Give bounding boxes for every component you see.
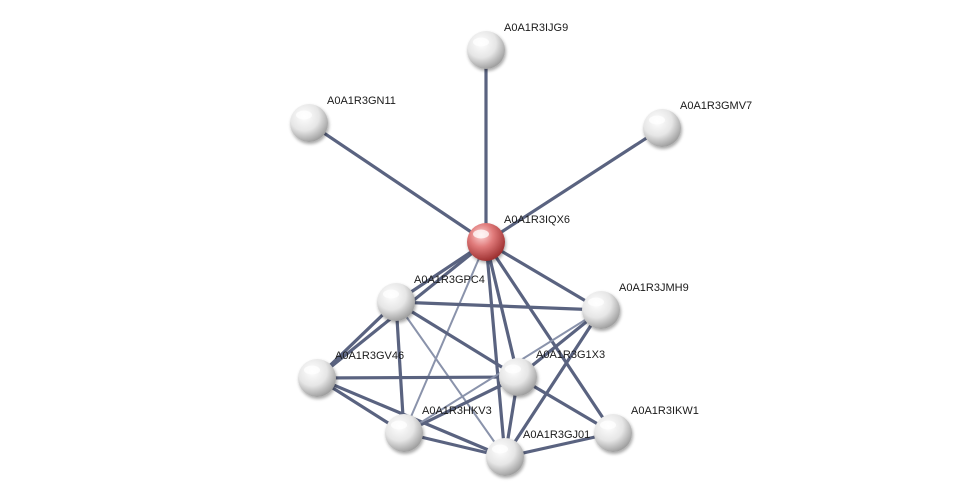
node-sphere[interactable] [486, 438, 524, 476]
node-label-a0a1r3gmv7: A0A1R3GMV7 [680, 100, 752, 112]
edge-a0a1r3iqx6-a0a1r3gn11[interactable] [307, 121, 488, 244]
node-a0a1r3ijg9[interactable] [467, 31, 505, 69]
edge-a0a1r3g1x3-a0a1r3hkv3[interactable] [402, 375, 520, 435]
query-node-sphere[interactable] [467, 223, 505, 261]
node-label-a0a1r3ijg9: A0A1R3IJG9 [504, 22, 568, 34]
node-a0a1r3hkv3[interactable] [385, 414, 423, 452]
node-sphere[interactable] [377, 283, 415, 321]
edge-a0a1r3iqx6-a0a1r3gmv7[interactable] [484, 126, 664, 244]
node-highlight [473, 229, 489, 239]
node-label-a0a1r3gv46: A0A1R3GV46 [335, 350, 404, 362]
node-a0a1r3gmv7[interactable] [643, 109, 681, 147]
node-sphere[interactable] [499, 358, 537, 396]
node-sphere[interactable] [385, 414, 423, 452]
node-highlight [600, 420, 616, 430]
node-label-a0a1r3gj01: A0A1R3GJ01 [523, 429, 590, 441]
node-highlight [391, 420, 407, 430]
node-label-a0a1r3iqx6: A0A1R3IQX6 [504, 214, 570, 226]
node-highlight [296, 110, 312, 120]
node-label-a0a1r3ikw1: A0A1R3IKW1 [631, 405, 699, 417]
edge-a0a1r3iqx6-a0a1r3ikw1[interactable] [484, 240, 615, 435]
node-a0a1r3ikw1[interactable] [594, 414, 632, 452]
edge-a0a1r3iqx6-a0a1r3gj01[interactable] [484, 240, 507, 459]
node-highlight [492, 444, 508, 454]
node-a0a1r3g1x3[interactable] [499, 358, 537, 396]
node-sphere[interactable] [290, 104, 328, 142]
node-label-a0a1r3gn11: A0A1R3GN11 [327, 95, 396, 107]
node-sphere[interactable] [582, 291, 620, 329]
node-sphere[interactable] [467, 31, 505, 69]
edge-a0a1r3gv46-a0a1r3g1x3[interactable] [315, 375, 520, 380]
edge-a0a1r3jmh9-a0a1r3gj01[interactable] [503, 308, 603, 459]
edge-a0a1r3iqx6-a0a1r3hkv3[interactable] [403, 241, 487, 434]
node-sphere[interactable] [643, 109, 681, 147]
node-label-a0a1r3gpc4: A0A1R3GPC4 [414, 274, 485, 286]
node-a0a1r3gj01[interactable] [486, 438, 524, 476]
node-label-a0a1r3jmh9: A0A1R3JMH9 [619, 282, 689, 294]
node-label-a0a1r3hkv3: A0A1R3HKV3 [422, 405, 492, 417]
node-highlight [304, 365, 320, 375]
edge-a0a1r3gpc4-a0a1r3g1x3[interactable] [394, 300, 520, 379]
node-highlight [473, 37, 489, 47]
node-a0a1r3gv46[interactable] [298, 359, 336, 397]
edge-a0a1r3iqx6-a0a1r3jmh9[interactable] [484, 240, 603, 312]
nodes-layer [290, 31, 681, 476]
node-a0a1r3jmh9[interactable] [582, 291, 620, 329]
node-highlight [383, 289, 399, 299]
node-highlight [505, 364, 521, 374]
node-sphere[interactable] [594, 414, 632, 452]
edge-a0a1r3gpc4-a0a1r3jmh9[interactable] [394, 300, 603, 312]
node-a0a1r3iqx6[interactable] [467, 223, 505, 261]
node-highlight [649, 115, 665, 125]
node-a0a1r3gpc4[interactable] [377, 283, 415, 321]
node-label-a0a1r3g1x3: A0A1R3G1X3 [536, 349, 605, 361]
edge-a0a1r3gpc4-a0a1r3gj01[interactable] [395, 301, 506, 458]
node-a0a1r3gn11[interactable] [290, 104, 328, 142]
node-highlight [588, 297, 604, 307]
node-sphere[interactable] [298, 359, 336, 397]
edge-a0a1r3gpc4-a0a1r3hkv3[interactable] [394, 300, 406, 435]
edge-a0a1r3iqx6-a0a1r3g1x3[interactable] [484, 240, 520, 379]
